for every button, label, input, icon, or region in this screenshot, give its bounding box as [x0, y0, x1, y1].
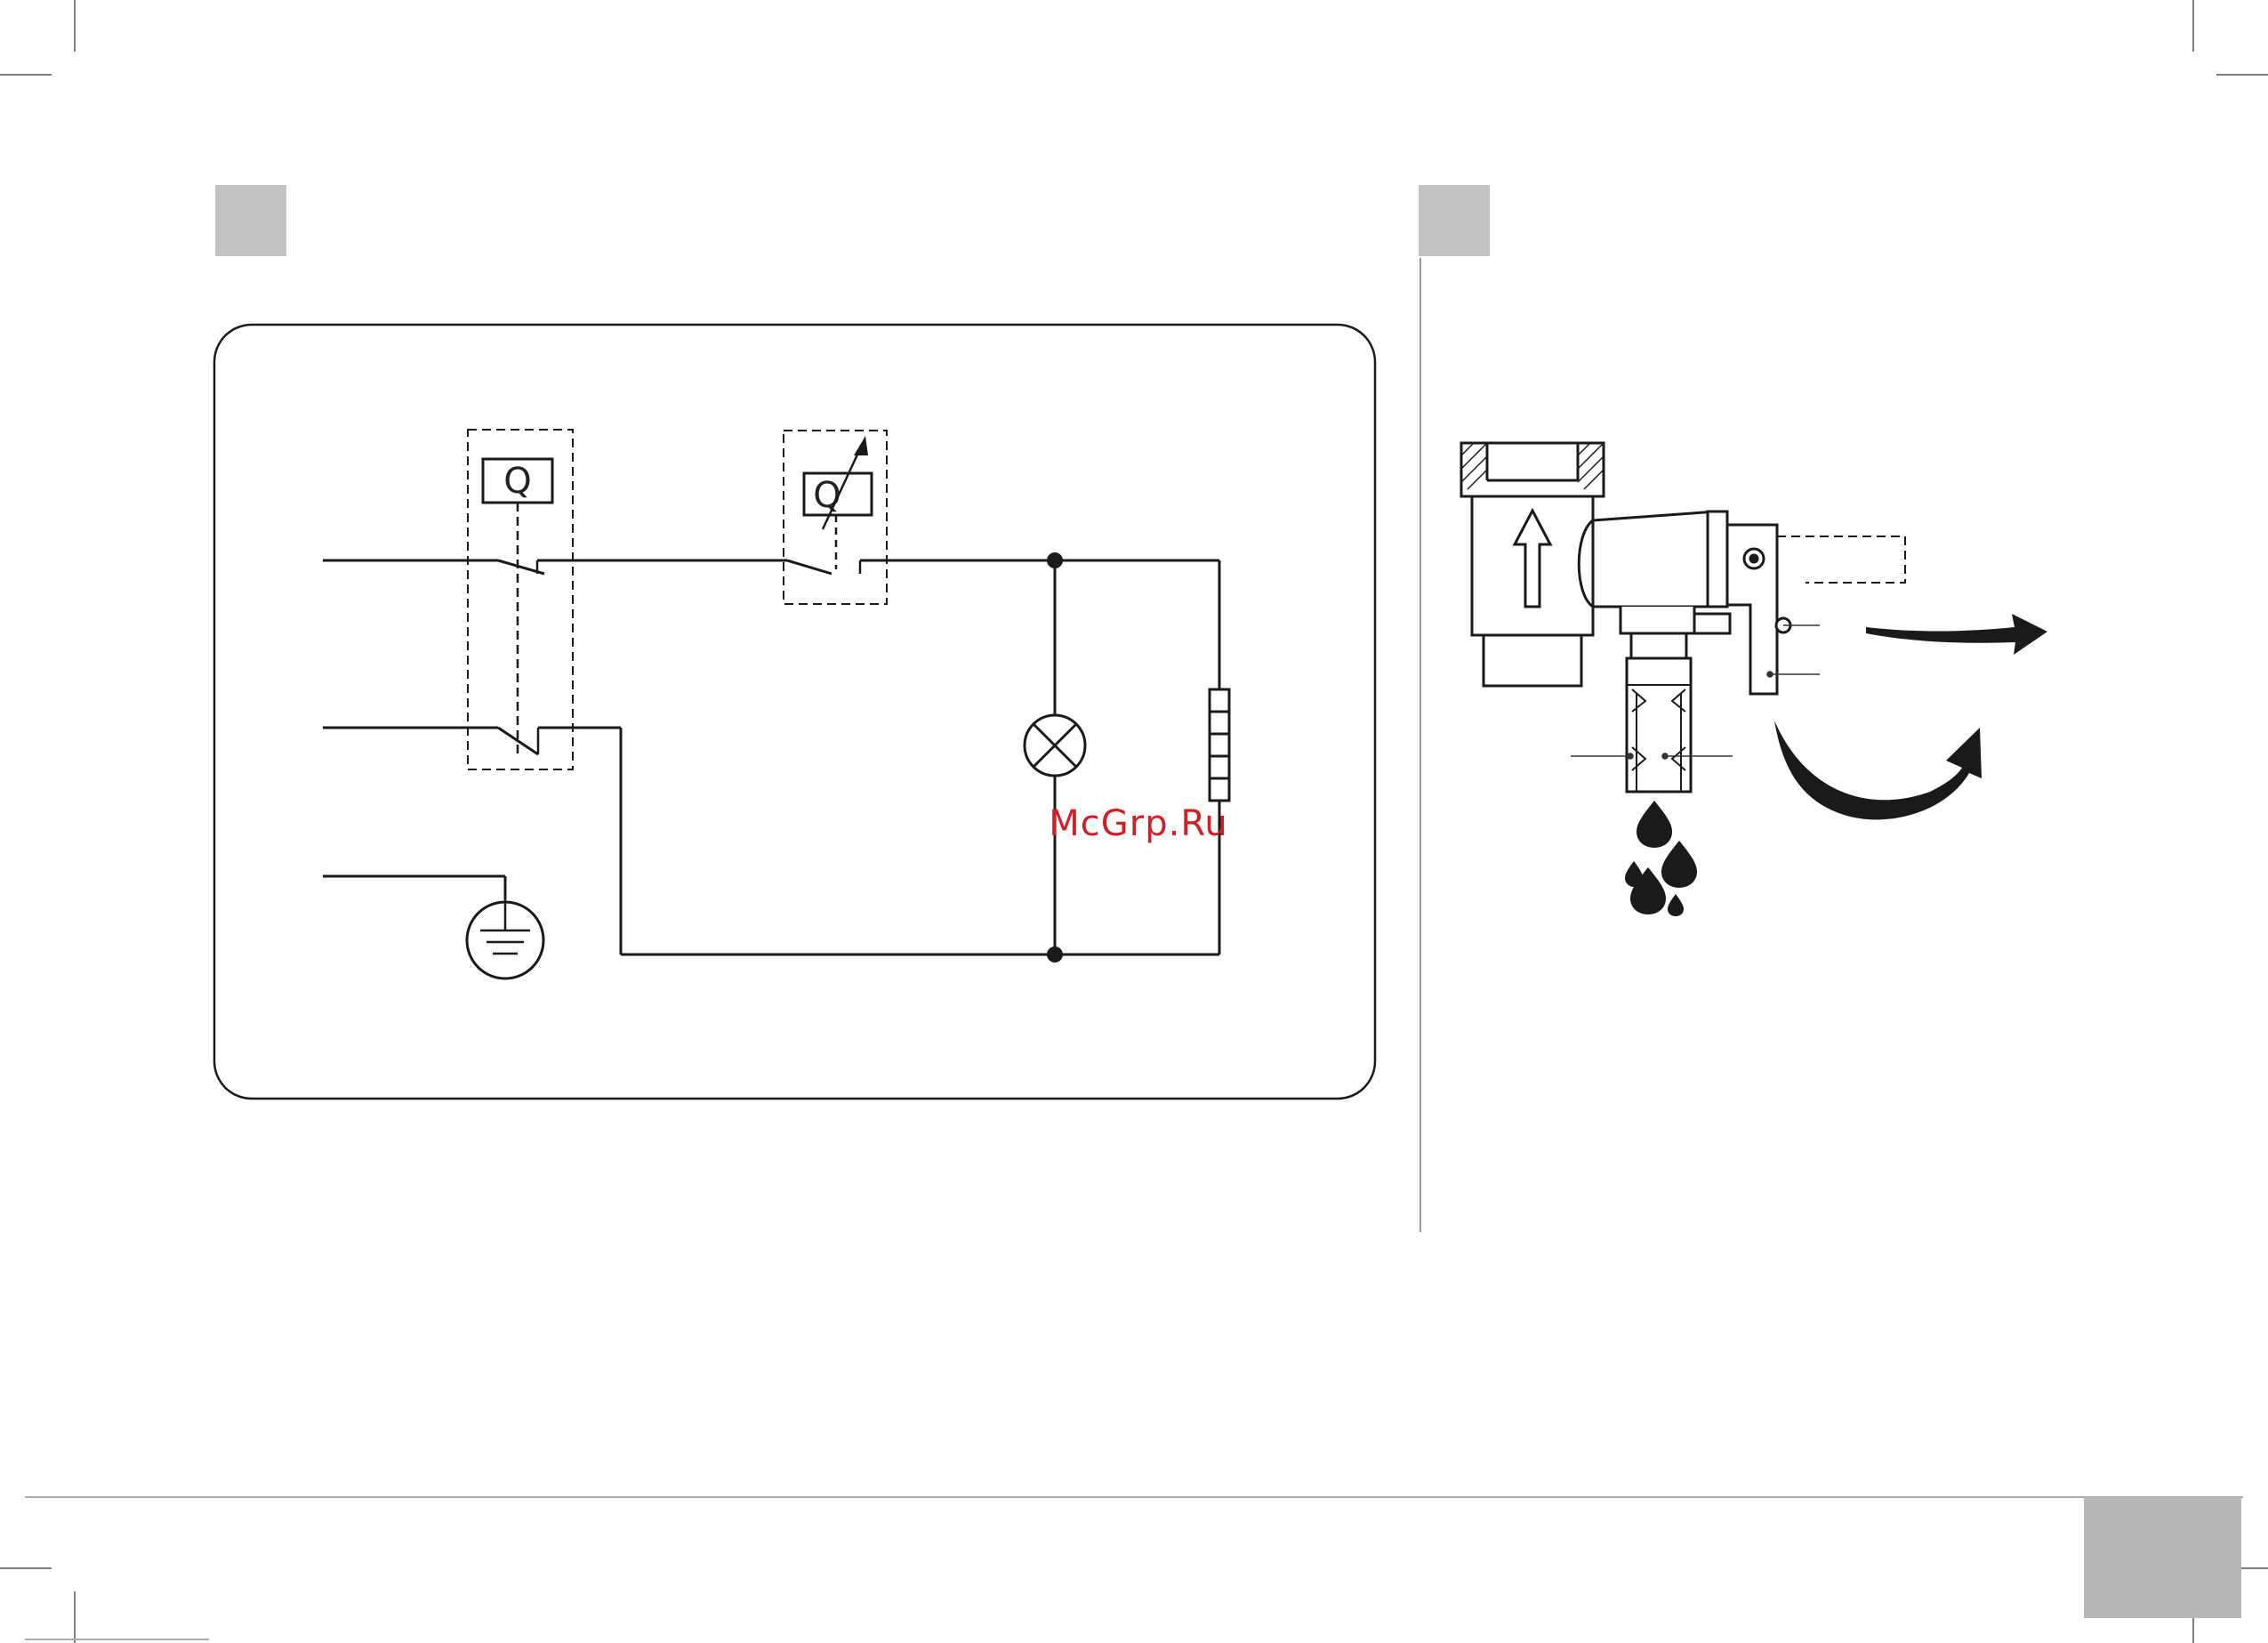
section-marker-left [215, 185, 286, 256]
rotate-arrow-icon [1774, 721, 1982, 819]
junction-dot-bottom [1047, 946, 1063, 962]
section-marker-right [1419, 185, 1490, 256]
wiring-diagram [214, 325, 1375, 1099]
page-number-marker [2084, 1497, 2241, 1618]
outflow-arrow-icon [1866, 614, 2047, 655]
circuit-breaker: Q [468, 430, 573, 769]
water-drops [1625, 801, 1697, 916]
diagram-frame [214, 325, 1375, 1099]
watermark-text: McGrp.Ru [1049, 803, 1227, 844]
thermostat-label: Q [813, 475, 840, 516]
ground-icon [467, 898, 543, 979]
water-drop-icon [1668, 894, 1684, 916]
junction-dot-top [1047, 552, 1063, 568]
safety-valve [1461, 443, 1905, 792]
lamp-icon [1025, 715, 1085, 776]
water-drop-icon [1637, 801, 1672, 848]
water-drop-icon [1661, 841, 1697, 888]
thermostat: Q [784, 431, 887, 604]
breaker-label: Q [503, 461, 531, 502]
heating-element-icon [1210, 689, 1229, 801]
